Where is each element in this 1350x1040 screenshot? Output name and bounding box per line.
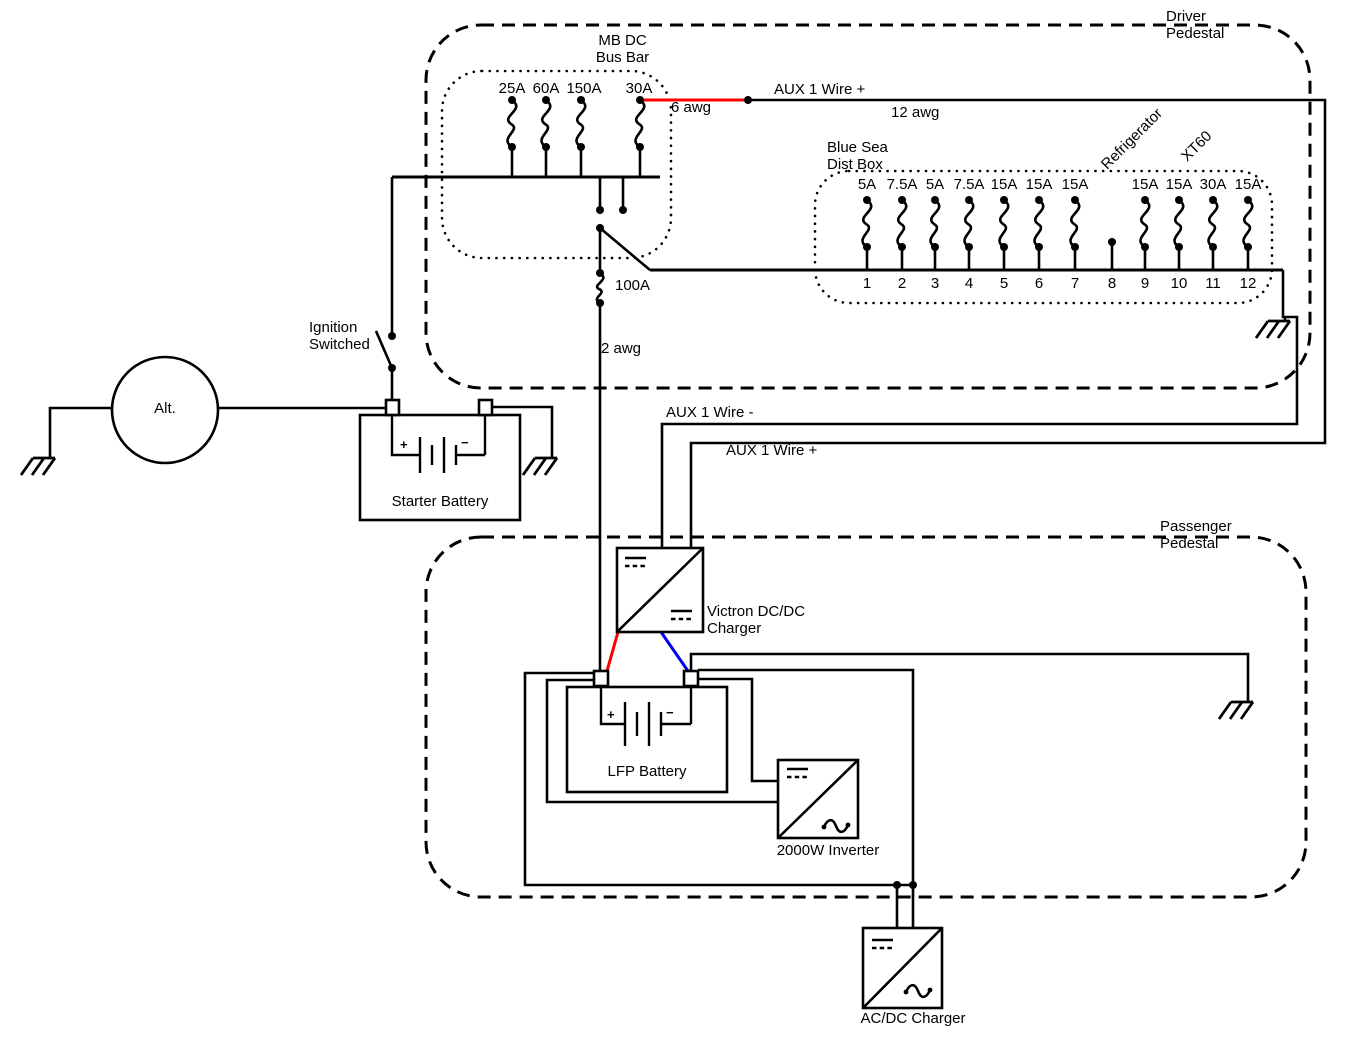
blue-sea-ground-icon <box>1254 319 1292 340</box>
bs-fuse-10: 15A <box>1165 176 1193 193</box>
acdc-charger-label: AC/DC Charger <box>860 1010 966 1027</box>
starter-negative-terminal <box>477 398 494 417</box>
bs-fuse-4: 7.5A <box>953 176 985 193</box>
ground-symbols <box>19 319 1292 721</box>
junction-dots <box>388 96 1252 889</box>
inverter-label: 2000W Inverter <box>776 842 880 859</box>
bs-pos-7: 7 <box>1070 275 1080 292</box>
colored-wires <box>605 98 748 672</box>
ignition-switched-label: Ignition Switched <box>309 319 370 353</box>
victron-positive-red-wire <box>605 631 620 672</box>
pedestal-boundaries <box>424 23 1312 899</box>
lfp-negative-terminal <box>682 669 700 688</box>
blue-sea-stubs <box>865 242 1250 270</box>
lfp-ground-icon <box>1217 700 1255 721</box>
aux1-plus-top-label: AUX 1 Wire + <box>774 81 866 98</box>
lfp-plus-sign: + <box>607 707 615 722</box>
bs-fuse-9: 15A <box>1131 176 1159 193</box>
bs-fuse-2: 7.5A <box>886 176 918 193</box>
wire-gauge-12awg-label: 12 awg <box>891 104 940 121</box>
bs-pos-11: 11 <box>1205 275 1221 292</box>
victron-negative-blue-wire <box>659 631 690 672</box>
aux1-minus-label: AUX 1 Wire - <box>666 404 754 421</box>
converter-symbols <box>616 547 943 1009</box>
driver-pedestal-label: Driver Pedestal <box>1166 8 1225 42</box>
mb-bus-bar-outline <box>440 69 673 260</box>
starter-battery-box <box>358 413 522 522</box>
battery-cell-symbols <box>390 415 693 746</box>
blue-sea-outline <box>813 169 1274 305</box>
starter-plus-sign: + <box>400 437 408 452</box>
component-boxes <box>110 355 944 1010</box>
passenger-pedestal-outline <box>424 535 1308 899</box>
bs-pos-6: 6 <box>1034 275 1044 292</box>
starter-minus-sign: − <box>461 435 469 450</box>
bs-fuse-5: 15A <box>990 176 1018 193</box>
bs-pos-10: 10 <box>1170 275 1188 292</box>
mb-fuse-label-4: 30A <box>625 80 653 97</box>
wire-gauge-6awg-label: 6 awg <box>671 99 712 116</box>
lfp-battery-label: LFP Battery <box>607 763 687 780</box>
bs-fuse-1: 5A <box>857 176 877 193</box>
main-fuse-100a-label: 100A <box>615 277 651 294</box>
starter-positive-terminal <box>384 398 401 417</box>
bs-pos-2: 2 <box>897 275 907 292</box>
lfp-battery-box <box>565 685 729 794</box>
bs-fuse-12: 15A <box>1234 176 1262 193</box>
bs-pos-1: 1 <box>862 275 872 292</box>
mb-bus-bar-title: MB DC Bus Bar <box>595 32 650 66</box>
lfp-minus-sign: − <box>666 705 674 720</box>
wire-gauge-2awg-label: 2 awg <box>601 340 642 357</box>
bs-fuse-7: 15A <box>1061 176 1089 193</box>
bs-pos-4: 4 <box>964 275 974 292</box>
mb-fuse-label-3: 150A <box>566 80 602 97</box>
victron-charger-label: Victron DC/DC Charger <box>707 603 806 637</box>
starter-battery-ground-icon <box>521 456 559 477</box>
mb-fuse-label-1: 25A <box>498 80 526 97</box>
alternator-label: Alt. <box>154 400 176 417</box>
wires <box>48 98 1327 928</box>
driver-pedestal-outline <box>424 23 1312 390</box>
bs-fuse-11: 30A <box>1199 176 1227 193</box>
passenger-pedestal-label: Passenger Pedestal <box>1160 518 1232 552</box>
blue-sea-title: Blue Sea Dist Box <box>827 139 888 173</box>
lfp-positive-terminal <box>592 669 610 688</box>
bs-pos-5: 5 <box>999 275 1009 292</box>
bs-pos-8: 8 <box>1107 275 1117 292</box>
bs-fuse-6: 15A <box>1025 176 1053 193</box>
starter-battery-label: Starter Battery <box>391 493 489 510</box>
bs-pos-12: 12 <box>1239 275 1257 292</box>
aux1-plus-label: AUX 1 Wire + <box>726 442 818 459</box>
bs-pos-9: 9 <box>1140 275 1150 292</box>
mb-fuse-label-2: 60A <box>532 80 560 97</box>
dotted-boxes <box>440 69 1274 305</box>
alternator-ground-icon <box>19 456 57 477</box>
bs-pos-3: 3 <box>930 275 940 292</box>
bs-fuse-3: 5A <box>925 176 945 193</box>
alternator-symbol <box>110 355 220 465</box>
